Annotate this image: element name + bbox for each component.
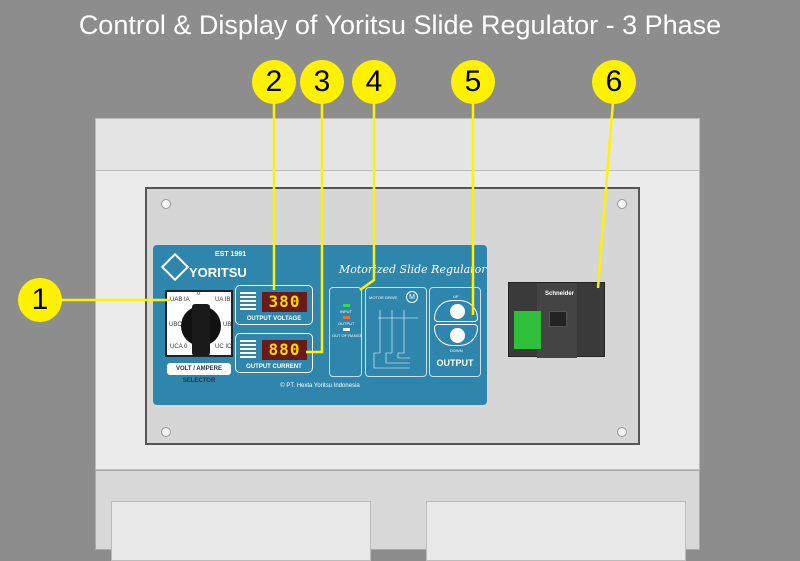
motor-label: MOTOR DRIVE [369,295,398,300]
screw-icon [617,199,627,209]
callout-2: 2 [252,60,296,104]
selector-position-label: UB [223,322,232,328]
motor-icon: M [406,291,418,303]
breaker-toggle-lever[interactable] [549,311,567,327]
screw-icon [161,199,171,209]
motor-wiring-diagram: MOTOR DRIVE M [365,287,427,377]
input-lamp-label: INPUT [340,309,352,314]
up-label: UP [453,294,459,299]
callout-line-3 [306,90,324,354]
wiring-lines [373,310,418,369]
output-lamp [343,316,350,319]
output-caption: OUTPUT [436,358,474,368]
up-button-cap-icon [450,304,465,319]
down-label: DOWN [450,348,463,353]
screw-icon [617,427,627,437]
output-lamp-label: OUTPUT [338,321,355,326]
bar-indicator-icon [240,340,256,360]
selector-position-label: 0 [197,291,201,297]
input-lamp [343,304,350,307]
voltage-caption: OUTPUT VOLTAGE [246,316,302,322]
brand-est: EST 1991 [215,251,247,258]
selector-position-label: UC IC [215,344,232,350]
breaker-rating-label [514,311,541,349]
volt-ampere-selector-switch[interactable]: UAB IA 0 UA IB UBC UB UCA 0 UC IC [165,290,233,357]
callout-6: 6 [592,60,636,104]
down-button-cap-icon [450,328,465,343]
callout-line-6 [596,89,616,289]
selector-position-label: UA IB [215,297,231,303]
out-of-range-lamp [343,328,350,331]
brand-name: YORITSU [189,265,247,280]
selector-position-label: UAB IA [170,297,190,303]
screw-icon [161,427,171,437]
bar-indicator-icon [240,292,256,312]
cabinet-top [95,118,700,178]
output-current-display: 880 OUTPUT CURRENT [235,333,313,373]
callout-4: 4 [352,60,396,104]
page-title: Control & Display of Yoritsu Slide Regul… [78,10,722,40]
regulator-front-panel: YORITSU EST 1991 Motorized Slide Regulat… [153,245,487,405]
current-caption: OUTPUT CURRENT [246,364,302,370]
copyright-text: © PT. Hexta Yoritsu Indonesia [280,383,360,389]
selector-position-label: UCA 0 [170,344,188,350]
callout-1: 1 [18,278,62,322]
selector-knob-handle[interactable] [192,304,210,356]
callout-5: 5 [451,60,495,104]
output-control-group: UP DOWN OUTPUT [429,287,481,377]
selector-caption: VOLT / AMPERE SELECTOR [167,363,231,384]
output-voltage-display: 380 OUTPUT VOLTAGE [235,285,313,325]
current-readout: 880 [262,340,307,360]
callout-line-4 [359,90,376,292]
out-of-range-label: OUT OF RANGE [332,333,363,338]
selector-position-label: UBC [169,322,182,328]
voltage-readout: 380 [262,292,307,312]
circuit-breaker[interactable]: Schneider [508,282,605,358]
product-title: Motorized Slide Regulator [339,263,487,276]
indicator-lamp-group: INPUT OUTPUT OUT OF RANGE [329,287,362,377]
breaker-brand: Schneider [545,291,575,297]
callout-3: 3 [300,60,344,104]
